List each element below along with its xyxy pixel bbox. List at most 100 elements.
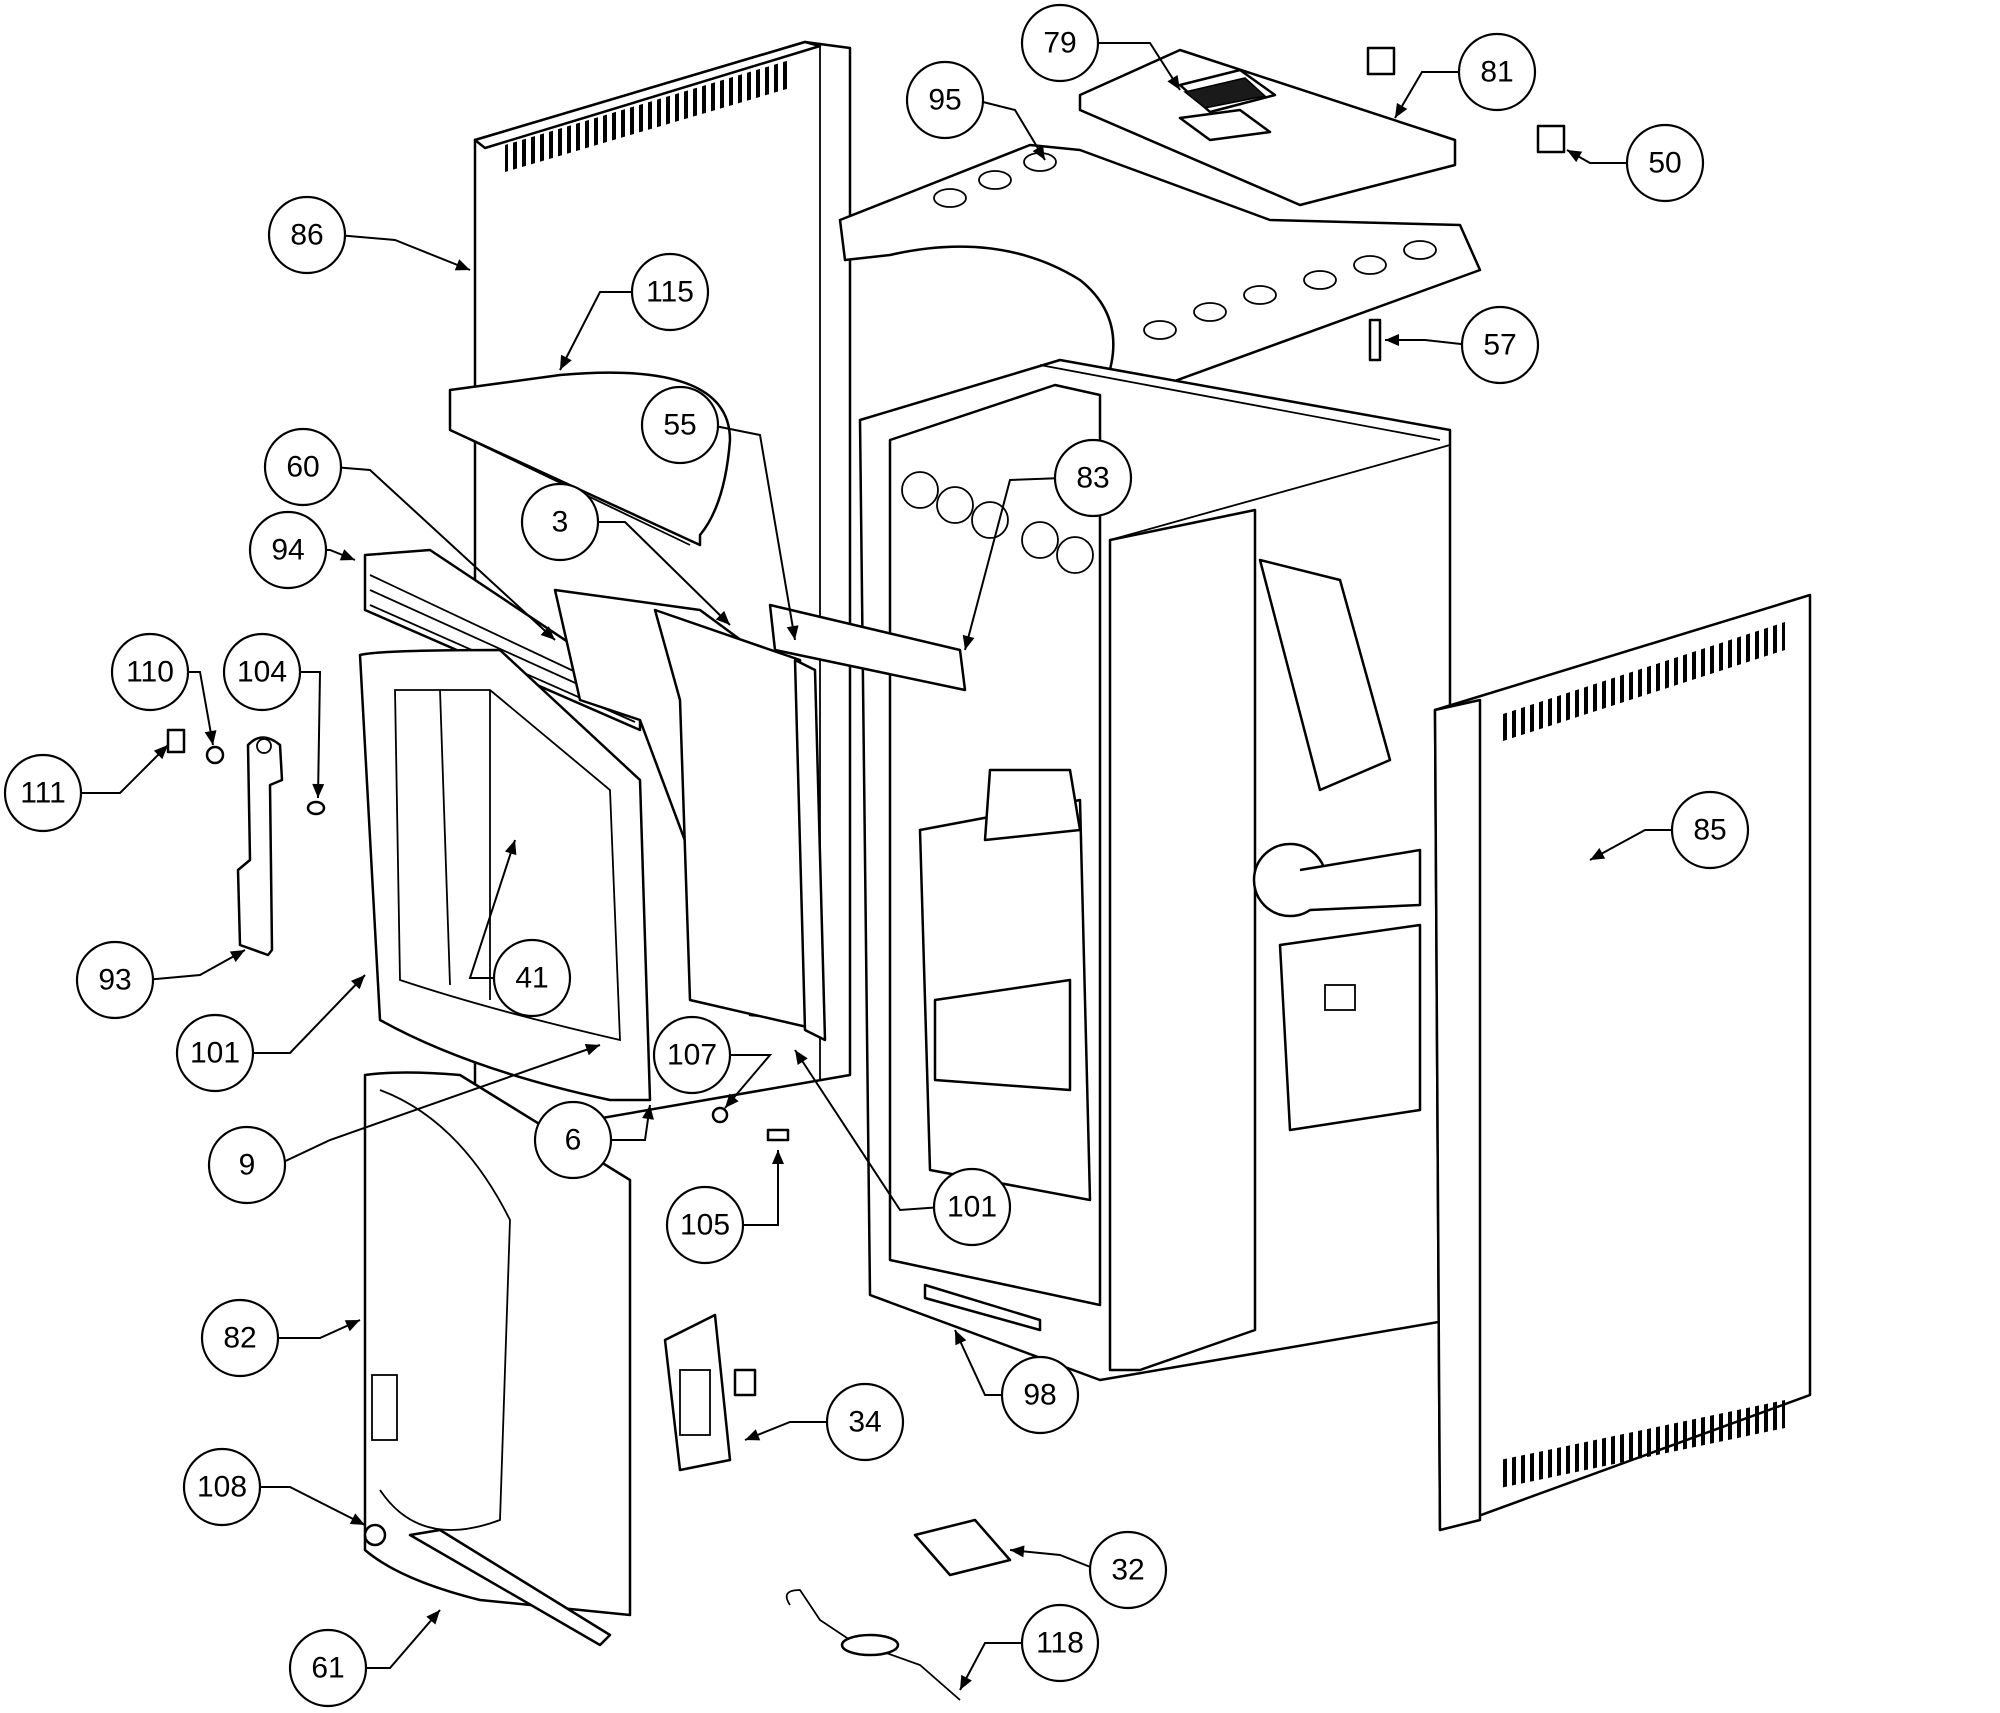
callout-label: 93 [98,964,131,997]
callout-circle [932,1167,1012,1247]
callout-leader-line [559,291,640,371]
callout-label: 111 [20,777,66,810]
callout-circle [533,1100,613,1180]
callout-leader-line [974,99,1046,161]
callout-label: 105 [680,1209,730,1242]
callout-leader-line [332,466,556,641]
callout-arrowhead [786,625,799,640]
callout-label: 79 [1043,27,1076,60]
callout-arrowhead [715,610,730,625]
callout-leader-line [722,1054,773,1109]
callout-label: 34 [848,1406,881,1439]
callout-leader-line [959,1642,1030,1691]
callout-55: 55 [640,385,799,641]
callout-circle [267,195,347,275]
front-door-panel [363,1071,632,1617]
callout-circle [175,1013,255,1093]
callout-arrowhead [584,1043,600,1056]
callout-94: 94 [248,510,356,590]
callout-label: 107 [667,1039,717,1072]
callout-leader-line [73,744,169,794]
callout-circle [1020,1603,1100,1683]
callout-circle [520,482,600,562]
callout-label: 110 [126,656,174,689]
callout-label: 6 [565,1124,582,1157]
callout-circle [825,1382,905,1462]
callout-arrowhead [153,745,168,760]
door-frame-inner [653,608,822,1032]
callout-arrowhead [339,549,355,561]
callout-circle [200,1298,280,1378]
callout-leader-line [1009,1549,1099,1571]
top-lid [1078,48,1457,207]
callout-label: 41 [515,962,548,995]
callout-arrowhead [960,1674,972,1690]
callout-60: 60 [263,427,556,641]
callout-6: 6 [533,1100,654,1180]
callout-circle [248,510,328,590]
callout-arrowhead [955,1330,967,1346]
callout-arrowhead [349,1513,365,1525]
callout-leader-line [735,1150,779,1226]
callout-label: 104 [237,656,287,689]
callout-leader-line [245,974,366,1054]
callout-104: 104 [222,632,325,799]
callout-95: 95 [905,60,1046,161]
bottom-bracket [408,1528,612,1647]
callout-98: 98 [954,1329,1080,1435]
callout-circle [630,252,710,332]
top-bracket-rail [768,603,967,692]
callout-circle [207,1125,287,1205]
callout-83: 83 [962,438,1133,651]
callout-label: 32 [1111,1554,1144,1587]
callout-leader-line [744,1421,835,1441]
callout-arrowhead [962,634,975,650]
callout-arrowhead [344,1320,360,1332]
door-handle [236,736,284,957]
callout-arrowhead [1590,848,1606,860]
callout-arrowhead [1010,1545,1025,1558]
callout-circle [182,1447,262,1527]
callout-label: 101 [947,1191,997,1224]
callout-circle [3,753,83,833]
callout-arrowhead [350,975,365,990]
small-pins [711,1106,790,1142]
callout-circle [222,632,302,712]
callout-arrowhead [1385,334,1399,346]
callout-arrowhead [642,1105,654,1120]
callout-label: 50 [1648,147,1681,180]
callout-label: 81 [1480,56,1513,89]
callout-circle [288,1628,368,1708]
callout-leader-line [1589,829,1680,861]
callout-label: 3 [552,506,569,539]
callout-leader-line [1090,42,1181,91]
callout-85: 85 [1589,790,1750,870]
callout-circle [110,632,190,712]
callout-label: 85 [1693,814,1726,847]
callout-arrowhead [204,730,217,745]
callout-arrowhead [229,950,245,963]
callout-34: 34 [744,1382,905,1462]
callout-32: 32 [1009,1530,1168,1610]
callout-circle [1625,123,1705,203]
callout-circle [1457,32,1537,112]
callout-circle [1088,1530,1168,1610]
callout-arrowhead [1032,144,1045,160]
callout-arrowhead [560,354,572,370]
callout-115: 115 [559,252,710,371]
callout-50: 50 [1566,123,1705,203]
callout-leader-line [292,671,322,799]
callout-label: 101 [190,1037,240,1070]
callout-circle [1053,438,1133,518]
callout-105: 105 [665,1150,784,1265]
callout-circle [1460,305,1540,385]
callout-9: 9 [207,1043,601,1205]
callout-leader-line [590,521,731,626]
front-door-frame [358,648,652,1102]
callout-label: 61 [311,1652,344,1685]
callout-arrowhead [426,1610,440,1625]
callout-leader-line [964,477,1064,651]
callout-86: 86 [267,195,471,275]
